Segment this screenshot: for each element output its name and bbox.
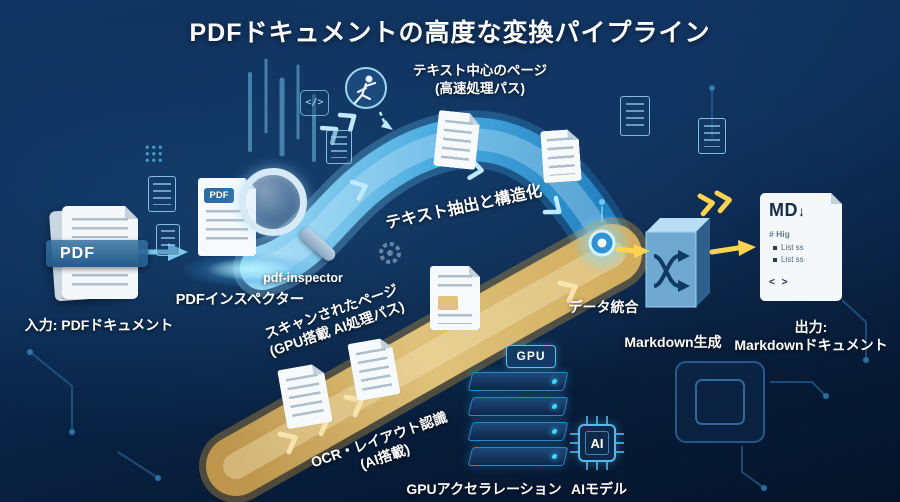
shuffle-icon (653, 250, 690, 292)
ghost-document-icon (326, 130, 352, 164)
inspector-tool-name: pdf-inspector (263, 271, 343, 285)
code-icon: </> (300, 90, 329, 116)
ghost-document-icon (148, 176, 176, 212)
doc-list-item: List ss (773, 255, 804, 264)
text-page-icon (433, 110, 481, 170)
inspector-platform-core (206, 258, 294, 280)
dots-grid-icon (144, 144, 163, 163)
gpu-label: GPUアクセラレーション (406, 481, 562, 497)
runner-icon (345, 67, 387, 109)
output-document-icon: MD↓ # Hig List ss List ss < > (760, 193, 842, 301)
markdown-generator-box (645, 218, 710, 308)
gpu-server-slab (467, 372, 569, 391)
doc-heading: # Hig (769, 229, 790, 239)
merge-label: データ統合 (568, 299, 639, 315)
inspector-document-icon: PDF (198, 178, 256, 256)
text-page-icon (540, 129, 582, 184)
fast-path-title: テキスト中心のページ (高速処理パス) (412, 63, 548, 96)
gpu-server-slab (467, 397, 569, 416)
output-label: 出力: Markdownドキュメント (734, 319, 888, 354)
gpu-server-slab (467, 447, 569, 466)
inspector-label: PDFインスペクター (175, 292, 305, 308)
gpu-badge: GPU (506, 345, 556, 368)
doc-list-item: List ss (773, 243, 804, 252)
ghost-document-icon (698, 118, 726, 154)
doc-code-mark: < > (769, 277, 790, 288)
data-streams (248, 58, 316, 162)
merge-node (572, 199, 632, 273)
page-title: PDFドキュメントの高度な変換パイプライン (189, 19, 711, 47)
pdf-ribbon: PDF (46, 240, 148, 267)
gear-icon (379, 242, 401, 264)
md-badge: MD↓ (769, 200, 805, 220)
ai-chip-label: AI (585, 431, 609, 455)
input-label: 入力: PDFドキュメント (24, 317, 174, 333)
download-arrow-icon: ↓ (798, 203, 805, 219)
circuit-chip-decoration (675, 361, 765, 443)
gpu-server-slab (467, 422, 569, 441)
ghost-document-icon (156, 224, 180, 256)
pdf-badge: PDF (204, 188, 234, 203)
scanned-page-icon (430, 266, 480, 330)
markdown-gen-label: Markdown生成 (624, 334, 722, 350)
magnifier-lens-icon (239, 168, 307, 236)
ghost-document-icon (620, 96, 650, 136)
ai-model-label: AIモデル (571, 481, 627, 497)
ai-chip-pins (570, 416, 624, 470)
ai-chip-icon: AI (578, 424, 616, 462)
circuit-decoration (27, 85, 869, 491)
